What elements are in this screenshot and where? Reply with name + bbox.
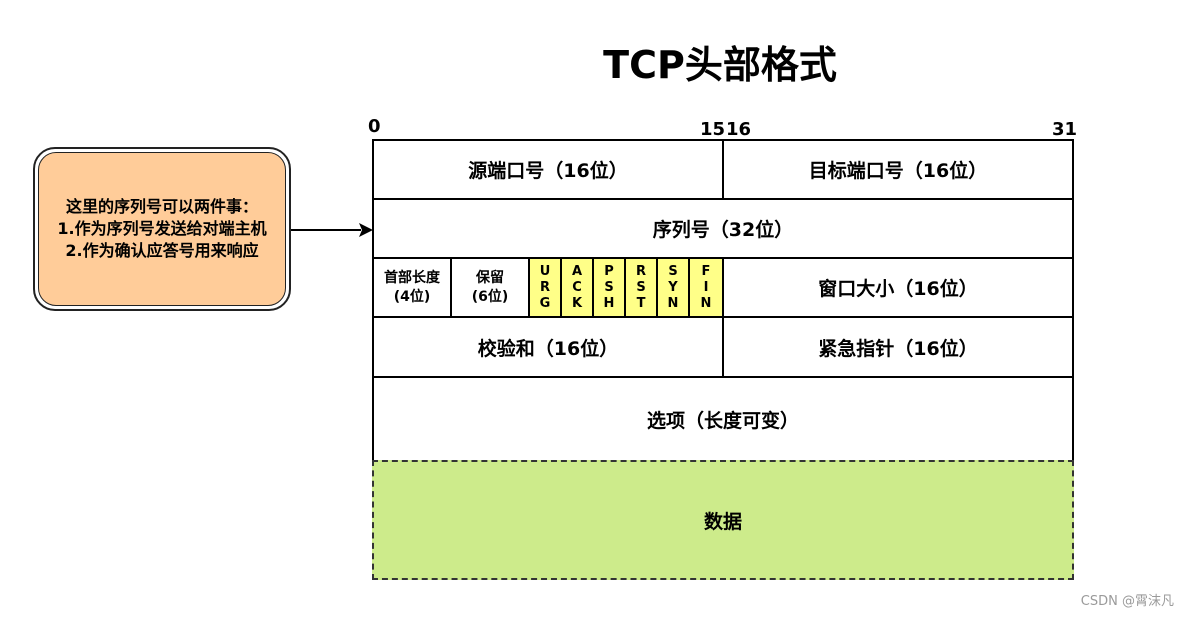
flag-urg-letter-1: U [539,263,551,279]
bit-label-16: 16 [726,119,752,140]
flag-psh-letter-3: H [603,295,615,311]
header-length-field: 首部长度 (4位) [372,257,452,318]
flag-ack-letter-3: K [571,295,583,311]
flag-ack-letter-1: A [571,263,583,279]
flag-urg-letter-2: R [539,279,550,295]
flag-rst-letter-3: T [636,295,646,311]
reserved-bits: (6位) [471,288,509,305]
source-port-field: 源端口号（16位） [372,139,724,200]
data-label: 数据 [703,510,742,533]
flag-ack-letter-2: C [572,279,582,295]
bit-label-15: 15 [700,119,726,140]
bit-label-0: 0 [368,116,381,137]
source-port-label: 源端口号（16位） [468,160,628,182]
window-size-field: 窗口大小（16位） [722,257,1074,318]
flag-syn-letter-2: Y [668,279,678,295]
checksum-field: 校验和（16位） [372,316,724,378]
sequence-note-content: 这里的序列号可以两件事： 1.作为序列号发送给对端主机 2.作为确认应答号用来响… [38,152,286,306]
header-length-bits: (4位) [393,288,431,305]
note-line-2: 1.作为序列号发送给对端主机 [57,219,267,238]
flag-urg-letter-3: G [539,295,551,311]
flag-fin-letter-1: F [701,263,711,279]
window-size-label: 窗口大小（16位） [818,278,978,300]
flag-urg: U R G [528,257,562,318]
urgent-pointer-label: 紧急指针（16位） [818,337,978,360]
note-line-3: 2.作为确认应答号用来响应 [65,241,259,260]
flag-fin-letter-3: N [700,295,712,311]
flag-psh-letter-1: P [604,263,614,279]
flag-fin: F I N [688,257,724,318]
checksum-label: 校验和（16位） [477,337,619,360]
reserved-label: 保留 [476,269,504,286]
dest-port-label: 目标端口号（16位） [808,160,988,182]
flag-rst: R S T [624,257,658,318]
watermark: CSDN @霄沫凡 [1080,594,1174,609]
note-arrow-icon [291,223,373,237]
data-field: 数据 [372,460,1074,580]
flag-rst-letter-2: S [636,279,646,295]
sequence-note-box: 这里的序列号可以两件事： 1.作为序列号发送给对端主机 2.作为确认应答号用来响… [33,147,291,311]
options-label: 选项（长度可变） [646,409,799,432]
sequence-number-field: 序列号（32位） [372,198,1074,259]
reserved-field: 保留 (6位) [450,257,530,318]
header-length-label: 首部长度 [384,269,440,286]
flag-syn-letter-1: S [668,263,678,279]
urgent-pointer-field: 紧急指针（16位） [722,316,1074,378]
options-field: 选项（长度可变） [372,376,1074,462]
dest-port-field: 目标端口号（16位） [722,139,1074,200]
flag-rst-letter-1: R [635,263,646,279]
flag-psh-letter-2: S [604,279,614,295]
flag-syn: S Y N [656,257,690,318]
flag-fin-letter-2: I [703,279,709,295]
flag-psh: P S H [592,257,626,318]
flag-syn-letter-3: N [667,295,679,311]
bit-label-31: 31 [1052,119,1078,140]
sequence-number-label: 序列号（32位） [652,219,794,241]
diagram-title: TCP头部格式 [603,43,837,87]
note-line-1: 这里的序列号可以两件事： [65,197,258,216]
flag-ack: A C K [560,257,594,318]
